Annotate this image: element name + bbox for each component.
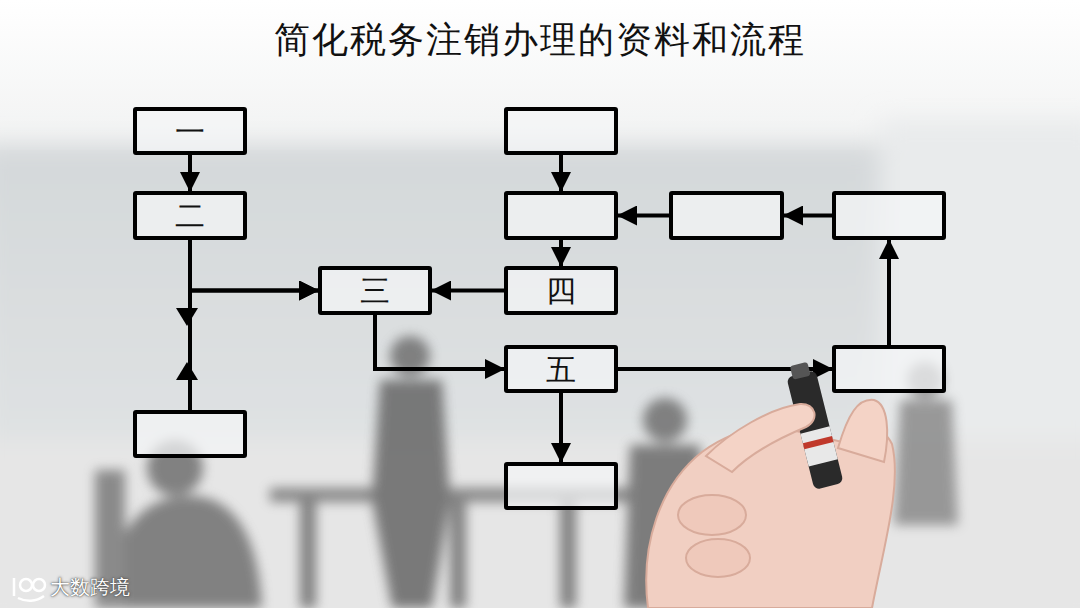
- flow-arrow: [618, 214, 669, 218]
- box-label: 三: [360, 274, 390, 307]
- box-label: 五: [546, 353, 576, 386]
- process-box: 一: [133, 107, 247, 155]
- process-box: [133, 410, 247, 458]
- process-box: 三: [318, 266, 432, 315]
- flow-arrow: [559, 155, 563, 191]
- box-label: 二: [175, 199, 205, 232]
- process-box: 二: [133, 191, 247, 240]
- watermark: 大数跨境: [50, 574, 130, 601]
- process-box: [504, 462, 618, 510]
- arrow-head: [176, 308, 198, 326]
- logo-icon: [14, 578, 45, 601]
- process-box: [832, 191, 946, 240]
- flow-arrow: [188, 155, 192, 191]
- arrow-head: [176, 362, 198, 380]
- flow-arrow: [887, 240, 891, 345]
- flow-arrow: [559, 393, 563, 462]
- process-box: [669, 191, 784, 240]
- flow-arrow: [190, 240, 318, 291]
- flow-arrow: [190, 291, 318, 411]
- process-box: [504, 107, 618, 155]
- box-label: 一: [175, 115, 205, 148]
- box-label: 四: [546, 274, 576, 307]
- process-box: [504, 191, 618, 240]
- process-box: 四: [504, 266, 618, 315]
- flow-arrow: [432, 289, 504, 293]
- process-box: 五: [504, 345, 618, 393]
- title: 简化税务注销办理的资料和流程: [0, 16, 1080, 65]
- process-box: [832, 345, 946, 393]
- flow-arrow: [559, 240, 563, 266]
- flow-arrow: [784, 214, 832, 218]
- flow-arrow: [375, 315, 504, 369]
